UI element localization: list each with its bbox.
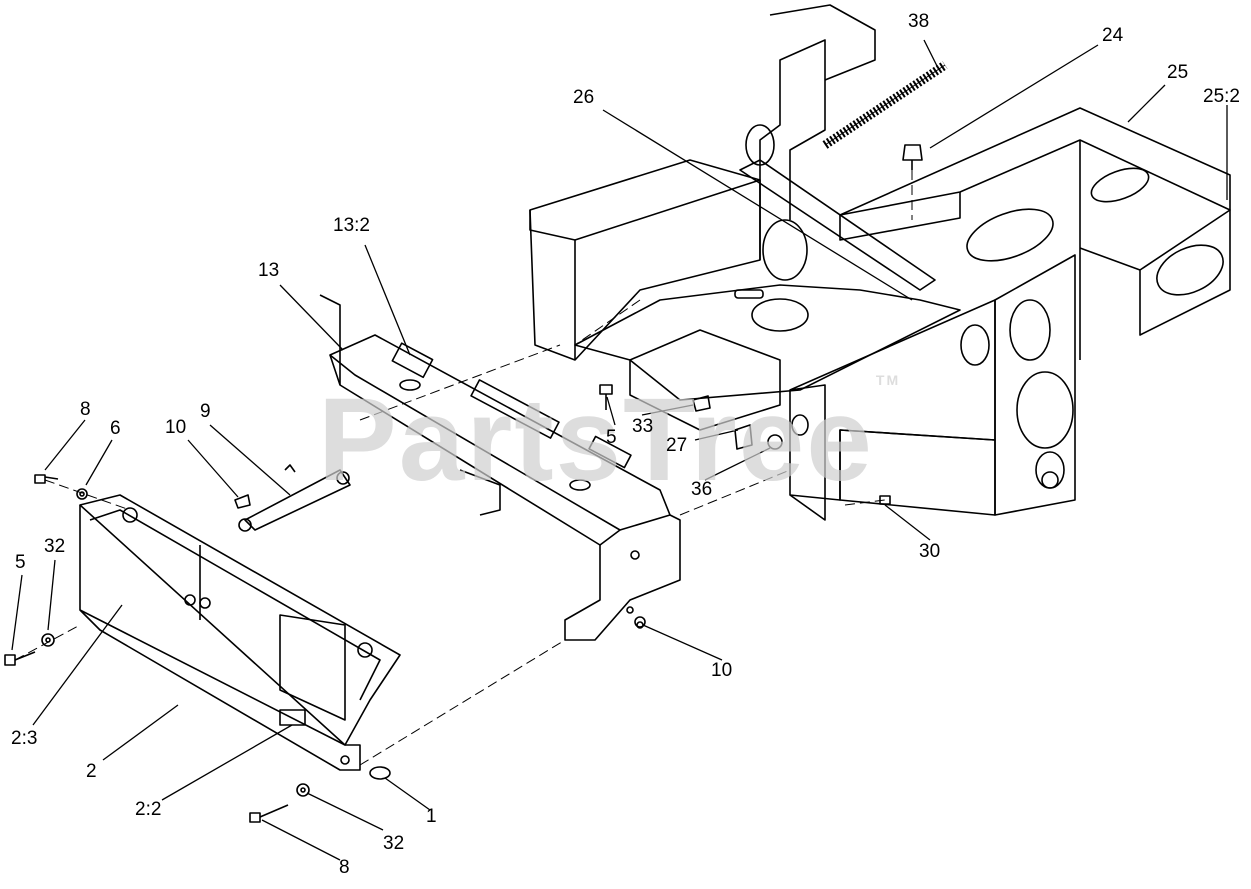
link-rod [238,464,351,532]
callout-25: 25 [1167,62,1189,83]
callout-2: 2 [86,761,97,782]
callout-36: 36 [691,479,713,500]
callout-2-3: 2:3 [11,728,38,749]
callout-30: 30 [919,541,941,562]
front-panel [79,494,401,771]
callout-38: 38 [908,11,930,32]
spring [822,61,948,149]
callout-2-2: 2:2 [135,799,162,820]
watermark-trademark: TM [875,372,901,388]
rear-frame [839,107,1231,516]
callout-27: 27 [666,435,688,456]
callout-33: 33 [632,416,654,437]
callout-5-center: 5 [606,427,617,448]
callout-10-right: 10 [711,660,733,681]
watermark-text: PartsTree [318,374,874,506]
callout-8-bottom: 8 [339,857,350,878]
front-crossmember [319,294,681,641]
main-frame [529,4,996,521]
callout-8-top: 8 [80,399,91,420]
callout-6: 6 [110,418,121,439]
callout-10-top: 10 [165,417,187,438]
callout-32-left: 32 [44,536,66,557]
callout-26: 26 [573,87,595,108]
callout-25-2: 25:2 [1203,86,1240,107]
leader-lines [11,39,1228,861]
callout-1: 1 [426,806,437,827]
hardware [4,144,923,823]
callout-13-2: 13:2 [333,215,370,236]
callout-5-left: 5 [15,552,26,573]
callout-9: 9 [200,401,211,422]
alignment-lines [14,170,913,766]
callout-32-bottom: 32 [383,833,405,854]
callout-24: 24 [1102,25,1124,46]
callout-13: 13 [258,260,280,281]
